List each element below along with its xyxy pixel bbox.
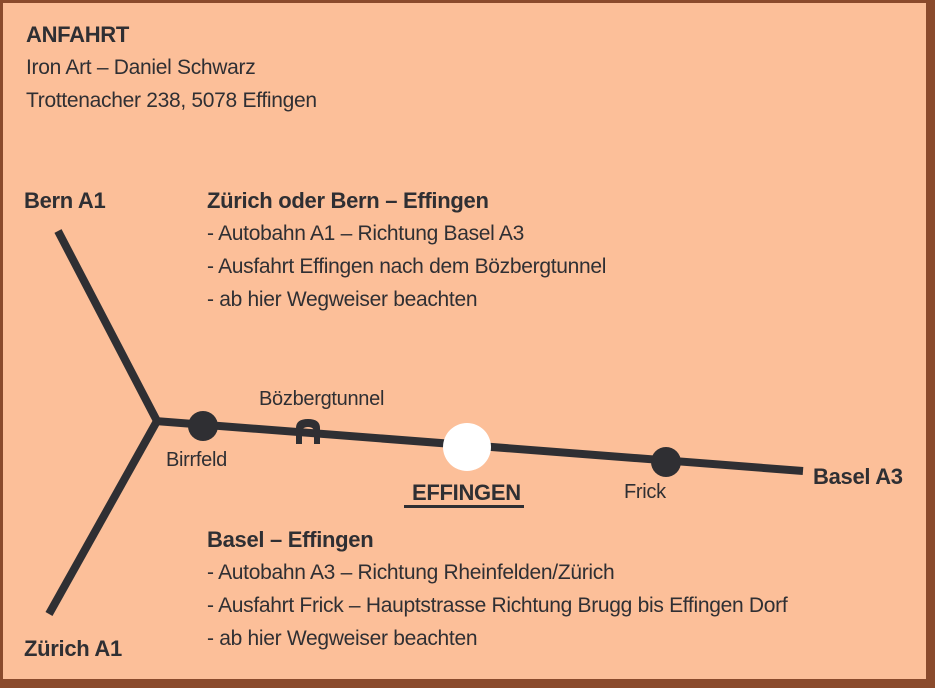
label-frick: Frick (624, 481, 666, 503)
label-bern: Bern A1 (24, 188, 106, 213)
label-basel: Basel A3 (813, 464, 903, 489)
business-address: Trottenacher 238, 5078 Effingen (26, 89, 317, 112)
birrfeld-marker (188, 411, 218, 441)
road-bern-a1 (54, 229, 161, 423)
tunnel-icon (296, 419, 320, 444)
route-north-step: - Ausfahrt Effingen nach dem Bözbergtunn… (207, 255, 607, 278)
route-north-step: - ab hier Wegweiser beachten (207, 288, 478, 311)
frick-marker (651, 447, 681, 477)
label-birrfeld: Birrfeld (166, 449, 227, 471)
route-west-title: Basel – Effingen (207, 527, 374, 552)
route-west-step: - Autobahn A3 – Richtung Rheinfelden/Zür… (207, 561, 615, 584)
page-title: ANFAHRT (26, 22, 130, 47)
label-effingen: EFFINGEN (412, 480, 521, 505)
effingen-underline (404, 505, 524, 508)
road-zurich-a1 (45, 419, 161, 616)
route-west-step: - Ausfahrt Frick – Hauptstrasse Richtung… (207, 594, 788, 617)
route-north-step: - Autobahn A1 – Richtung Basel A3 (207, 222, 525, 245)
route-west-step: - ab hier Wegweiser beachten (207, 627, 478, 650)
business-name: Iron Art – Daniel Schwarz (26, 56, 256, 79)
route-north-title: Zürich oder Bern – Effingen (207, 188, 489, 213)
label-tunnel: Bözbergtunnel (259, 388, 385, 410)
effingen-marker (443, 423, 491, 471)
label-zurich: Zürich A1 (24, 636, 122, 661)
